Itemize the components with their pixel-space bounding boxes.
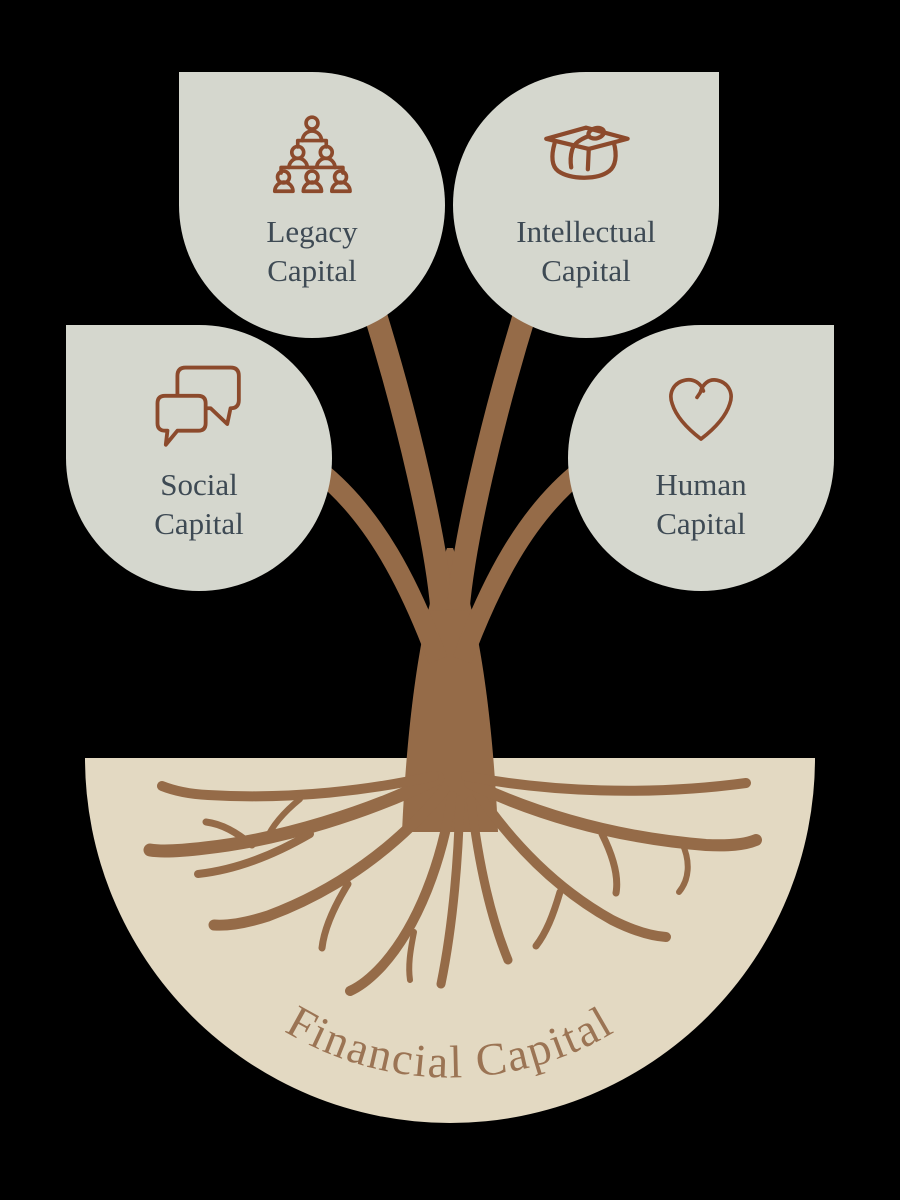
social-capital-label: Social Capital: [154, 465, 244, 543]
branch-to-intellectual: [446, 306, 537, 611]
intellectual-capital-label: Intellectual Capital: [516, 212, 655, 290]
tree-trunk: [402, 548, 498, 832]
tree-branches: [311, 306, 589, 664]
label-line-1: Intellectual: [516, 214, 656, 249]
bubble-intellectual-capital: Intellectual Capital: [453, 72, 719, 338]
label-line-1: Social: [160, 467, 238, 502]
label-line-2: Capital: [267, 253, 357, 288]
branch-to-human: [452, 462, 589, 664]
bubble-social-capital: Social Capital: [66, 325, 332, 591]
label-line-2: Capital: [154, 506, 244, 541]
legacy-capital-label: Legacy Capital: [266, 212, 357, 290]
speech-bubbles-icon: [155, 361, 243, 453]
heart-icon: [661, 361, 741, 453]
org-chart-icon: [269, 108, 355, 200]
branch-to-social: [311, 462, 448, 664]
branch-to-legacy: [363, 306, 454, 611]
label-line-2: Capital: [541, 253, 631, 288]
label-line-1: Human: [655, 467, 747, 502]
label-line-1: Legacy: [266, 214, 358, 249]
bubble-legacy-capital: Legacy Capital: [179, 72, 445, 338]
tree-roots: [143, 771, 762, 996]
label-line-2: Capital: [656, 506, 746, 541]
human-capital-label: Human Capital: [655, 465, 746, 543]
bubble-human-capital: Human Capital: [568, 325, 834, 591]
graduation-cap-icon: [537, 108, 635, 200]
